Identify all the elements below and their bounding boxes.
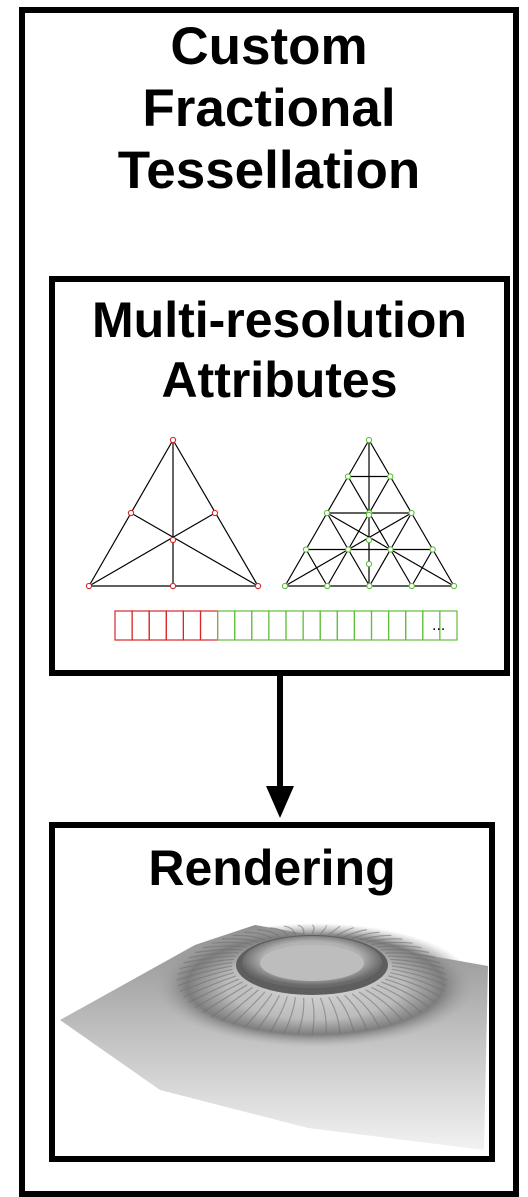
fine-vertex	[324, 582, 331, 590]
fine-vertex	[365, 560, 373, 568]
coarse-vertex	[211, 509, 219, 517]
coarse-vertex	[85, 582, 93, 590]
main-title-line-3: Tessellation	[117, 141, 421, 200]
fine-vertex	[365, 536, 373, 544]
fine-vertices	[281, 436, 458, 590]
coarse-vertex	[169, 582, 177, 590]
terrain-surface	[60, 923, 488, 1150]
rendering-box-title: Rendering	[148, 840, 396, 896]
main-title: Custom Fractional Tessellation	[19, 16, 519, 202]
fine-vertex	[365, 511, 373, 519]
main-title-line-1: Custom	[170, 17, 368, 76]
attributes-title-line-1: Multi-resolution	[92, 292, 467, 348]
fine-vertex	[366, 582, 373, 590]
fine-vertex	[408, 582, 415, 590]
coarse-vertices	[85, 436, 262, 590]
coarse-vertex	[254, 582, 262, 590]
attributes-box-title: Multi-resolution Attributes	[55, 290, 504, 410]
fine-vertex	[323, 509, 331, 517]
coarse-vertex	[169, 436, 177, 444]
fine-vertex	[281, 582, 289, 590]
attribute-ellipsis: ...	[432, 617, 445, 634]
fine-vertex	[345, 546, 352, 553]
coarse-vertex	[169, 536, 177, 544]
fine-vertex	[408, 509, 415, 517]
fine-vertex	[450, 582, 458, 590]
fine-vertex	[344, 473, 352, 480]
fine-vertex	[302, 546, 310, 553]
fine-vertex	[387, 546, 394, 553]
coarse-vertex	[127, 509, 135, 517]
attributes-title-line-2: Attributes	[161, 352, 398, 408]
fine-vertex	[387, 473, 394, 480]
attributes-box: Multi-resolution Attributes	[49, 276, 510, 676]
flow-arrow	[266, 676, 294, 818]
fine-vertex	[429, 546, 436, 553]
fine-vertex	[365, 436, 373, 444]
attribute-strip	[114, 610, 458, 641]
fine-attribute-cell	[439, 610, 458, 641]
main-title-line-2: Fractional	[142, 79, 396, 138]
